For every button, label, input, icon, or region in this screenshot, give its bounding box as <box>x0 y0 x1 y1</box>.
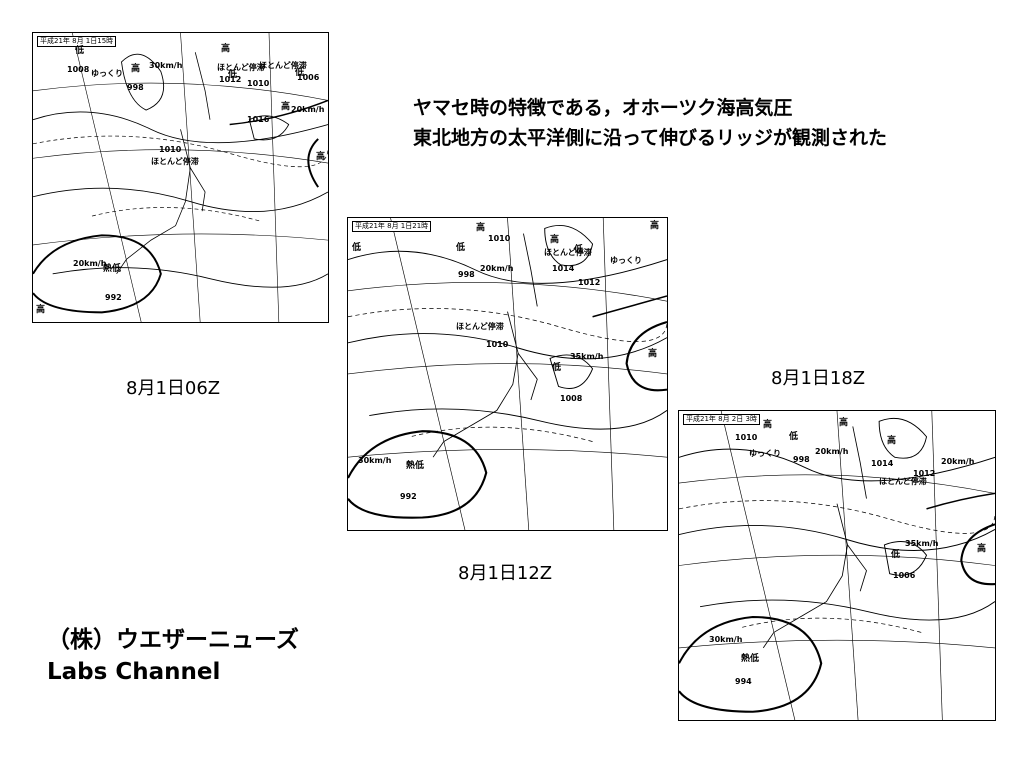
map-2-timestamp: 平成21年 8月 1日21時 <box>352 221 432 232</box>
map-3-speed-4: 30km/h <box>709 635 743 644</box>
map-3-speed-2: 20km/h <box>941 457 975 466</box>
map-3-pressure-6: 994 <box>735 677 752 686</box>
map-2-low-4: 熱低 <box>406 461 425 471</box>
weather-map-2-drawing <box>348 218 667 530</box>
map-1-speed-1: 30km/h <box>149 61 183 70</box>
map-3-high-2: 高 <box>839 418 849 428</box>
map-2-speed-4: ゆっくり <box>610 256 642 265</box>
map-1-pressure-2: 998 <box>127 83 144 92</box>
map-1-low-4: 低 <box>228 70 238 80</box>
company-channel: Labs Channel <box>47 659 221 685</box>
map-2-low-5: 低 <box>552 363 562 373</box>
map-3-low-2: 低 <box>891 550 901 560</box>
map-2-high-2: 高 <box>550 235 560 245</box>
map-1-caption: 8月1日06Z <box>126 378 221 399</box>
map-3-timestamp: 平成21年 8月 2日 3時 <box>683 414 760 425</box>
map-2-speed-5: ほとんど停滞 <box>544 248 592 257</box>
map-3-pressure-1: 1010 <box>735 433 758 442</box>
map-2-pressure-5: 1010 <box>486 340 509 349</box>
headline-line-2: 東北地方の太平洋側に沿って伸びるリッジが観測された <box>413 127 888 149</box>
map-2-speed-1: 20km/h <box>480 264 514 273</box>
weather-map-3-drawing <box>679 411 995 720</box>
map-2-speed-3: 30km/h <box>358 456 392 465</box>
map-1-speed-2: 20km/h <box>291 105 325 114</box>
map-2-pressure-6: 1008 <box>560 394 583 403</box>
map-3-low-3: 熱低 <box>741 654 760 664</box>
company-name: （株）ウエザーニューズ Labs Channel <box>47 624 299 688</box>
company-name-ja: （株）ウエザーニューズ <box>47 627 299 653</box>
map-1-speed-5: ほとんど停滞 <box>217 63 265 72</box>
map-2-pressure-2: 998 <box>458 270 475 279</box>
weather-map-1: 平成21年 8月 1日15時 高 高 高 高 高 低 低 熱低 低 1008 9… <box>32 32 329 323</box>
map-2-high-4: 高 <box>648 349 658 359</box>
map-1-pressure-5: 1006 <box>297 73 320 82</box>
map-1-pressure-1: 1008 <box>67 65 90 74</box>
map-2-low-2: 低 <box>456 243 466 253</box>
map-3-high-4: 高 <box>977 544 987 554</box>
map-1-high-1: 高 <box>131 64 141 74</box>
map-3-pressure-5: 1006 <box>893 571 916 580</box>
weather-map-1-drawing <box>33 33 328 322</box>
weather-map-2: 平成21年 8月 1日21時 高 高 高 高 低 低 低 熱低 低 1010 9… <box>347 217 668 531</box>
map-3-speed-1: 20km/h <box>815 447 849 456</box>
map-1-timestamp: 平成21年 8月 1日15時 <box>37 36 117 47</box>
map-1-pressure-3: 1012 <box>219 75 242 84</box>
map-1-speed-6: ほとんど停滞 <box>259 61 307 70</box>
headline: ヤマセ時の特徴である，オホーツク海高気圧 東北地方の太平洋側に沿って伸びるリッジ… <box>413 93 887 153</box>
map-2-pressure-7: 992 <box>400 492 417 501</box>
map-1-pressure-4: 1010 <box>247 79 270 88</box>
map-2-high-3: 高 <box>650 221 660 231</box>
map-2-high-1: 高 <box>476 223 486 233</box>
map-3-speed-6: ほとんど停滞 <box>879 477 927 486</box>
map-1-high-5: 高 <box>36 305 46 315</box>
map-1-low-1: 低 <box>75 46 85 56</box>
map-1-speed-4: ゆっくり <box>91 69 123 78</box>
map-2-speed-6: ほとんど停滞 <box>456 322 504 331</box>
map-3-pressure-3: 1014 <box>871 459 894 468</box>
map-3-high-1: 高 <box>763 420 773 430</box>
map-3-speed-3: 35km/h <box>905 539 939 548</box>
map-2-caption: 8月1日12Z <box>458 563 553 584</box>
map-1-speed-7: ほとんど停滞 <box>151 157 199 166</box>
map-2-pressure-4: 1012 <box>578 278 601 287</box>
map-1-pressure-7: 1010 <box>159 145 182 154</box>
map-1-low-3: 熱低 <box>103 264 122 274</box>
map-2-pressure-3: 1014 <box>552 264 575 273</box>
map-1-speed-3: 20km/h <box>73 259 107 268</box>
map-2-pressure-1: 1010 <box>488 234 511 243</box>
map-2-low-1: 低 <box>352 243 362 253</box>
map-3-pressure-4: 1012 <box>913 469 936 478</box>
map-3-high-3: 高 <box>887 436 897 446</box>
map-1-high-2: 高 <box>221 44 231 54</box>
map-1-pressure-8: 992 <box>105 293 122 302</box>
map-3-low-1: 低 <box>789 432 799 442</box>
map-1-pressure-6: 1016 <box>247 115 270 124</box>
map-2-low-3: 低 <box>574 245 584 255</box>
map-1-high-4: 高 <box>316 152 326 162</box>
headline-line-1: ヤマセ時の特徴である，オホーツク海高気圧 <box>413 97 793 119</box>
weather-map-3: 平成21年 8月 2日 3時 高 高 高 高 低 低 熱低 1010 998 1… <box>678 410 996 721</box>
map-2-speed-2: 35km/h <box>570 352 604 361</box>
map-1-high-3: 高 <box>281 102 291 112</box>
map-1-low-2: 低 <box>295 68 305 78</box>
map-3-speed-5: ゆっくり <box>749 449 781 458</box>
map-3-caption: 8月1日18Z <box>771 368 866 389</box>
map-3-pressure-2: 998 <box>793 455 810 464</box>
